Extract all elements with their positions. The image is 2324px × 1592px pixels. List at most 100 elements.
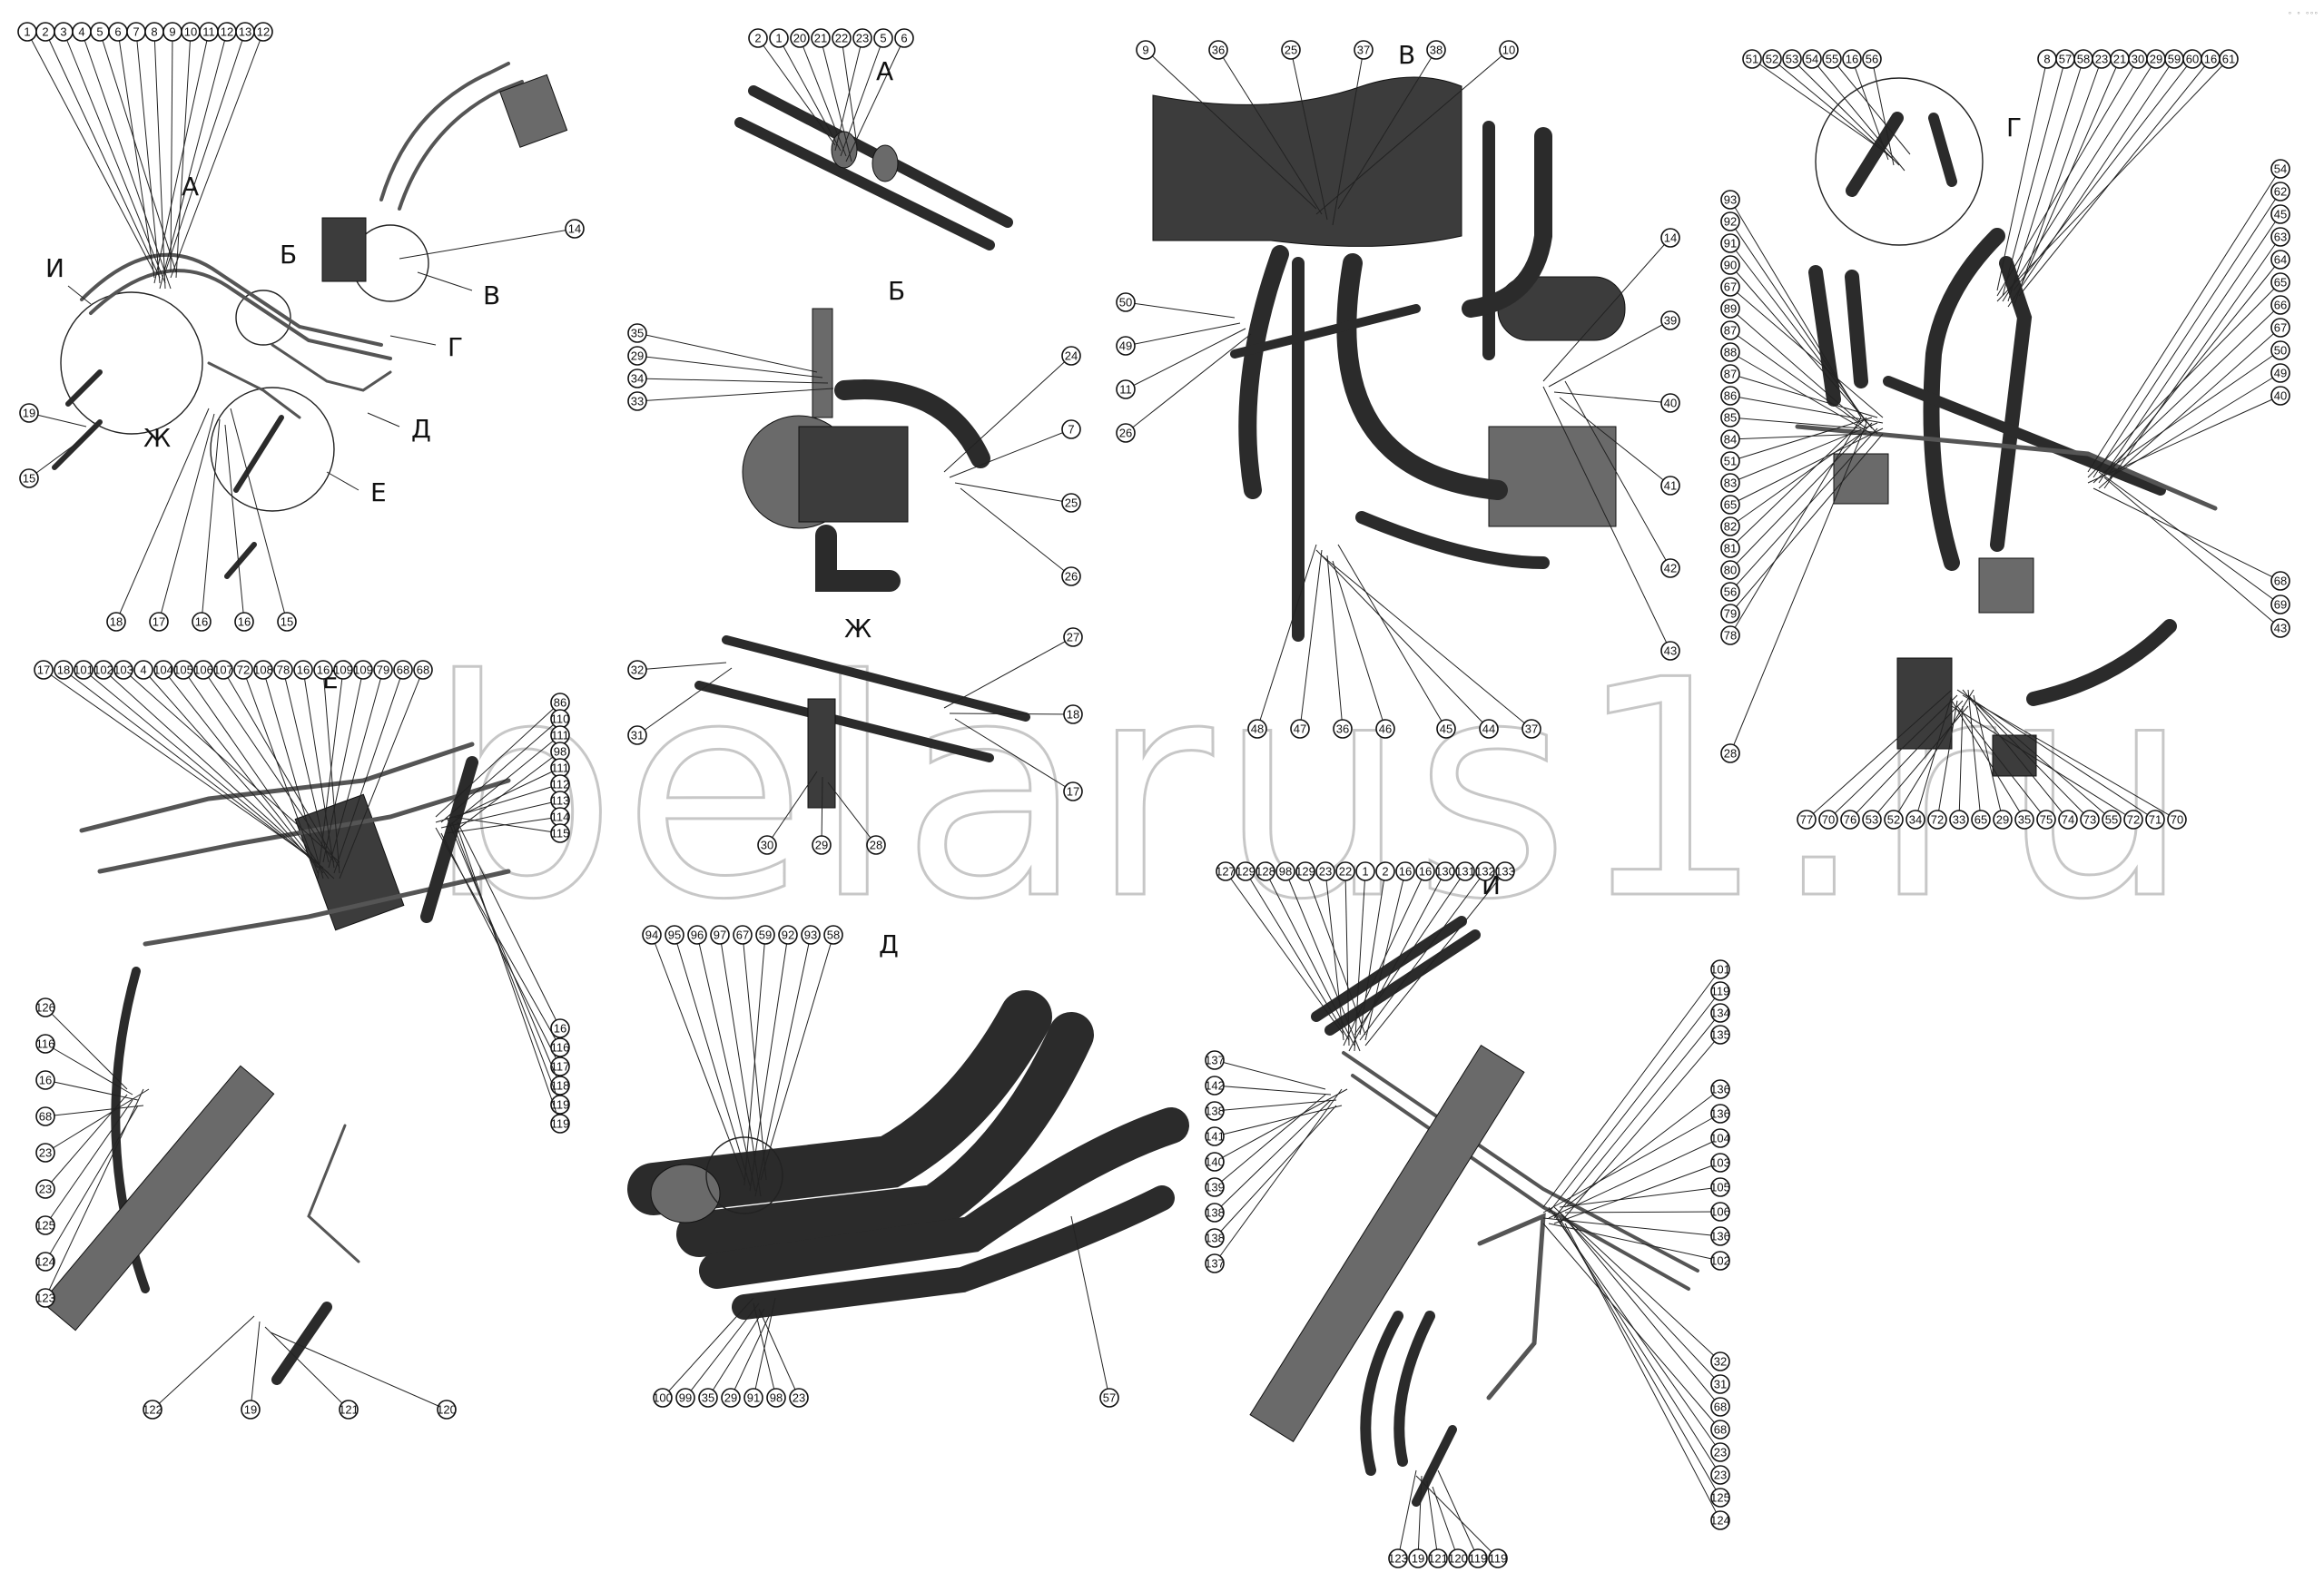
detail-g-drawing: [1795, 77, 2218, 777]
callout-i-top-0: 127: [1216, 861, 1344, 1036]
leader-line: [262, 669, 324, 880]
leader-line: [1871, 58, 1895, 166]
callout-circle: [550, 1114, 570, 1134]
callout-circle: [106, 612, 126, 632]
callout-circle: [1063, 627, 1083, 647]
section-label-v: В: [1398, 40, 1415, 70]
callout-circle: [74, 660, 94, 680]
callout-number: 119: [1489, 1552, 1508, 1566]
detail-v-drawing: [1152, 76, 1626, 642]
leader-line: [2013, 58, 2193, 291]
callout-circle: [2058, 810, 2078, 830]
callout-circle: [550, 1018, 570, 1038]
callout-circle: [1295, 861, 1315, 881]
callout-number: 49: [1119, 339, 1132, 353]
callout-g-bottom-0: 77: [1797, 689, 1953, 830]
callout-circle: [2270, 272, 2290, 292]
leader-line: [1729, 395, 1884, 424]
callout-number: 45: [2274, 208, 2287, 221]
leader-line: [162, 669, 324, 874]
callout-e-top-18: 68: [333, 660, 413, 874]
callout-circle: [193, 660, 213, 680]
callout-circle: [1208, 40, 1228, 60]
leader-line: [446, 734, 561, 829]
callout-v-bottom-4: 45: [1337, 544, 1456, 739]
callout-g-bottom-11: 75: [1956, 705, 2056, 830]
callout-number: 68: [1714, 1400, 1727, 1414]
leader-line: [662, 1297, 754, 1399]
callout-overview-top-9: 10: [175, 22, 201, 279]
leader-line: [457, 821, 561, 1029]
leader-line: [1326, 555, 1344, 730]
callout-circle: [1720, 408, 1740, 427]
callout-circle: [1116, 379, 1136, 399]
callout-number: 26: [1119, 427, 1132, 440]
callout-circle: [1818, 810, 1838, 830]
leader-line: [799, 37, 847, 157]
callout-g-left-5: 89: [1720, 299, 1862, 424]
callout-circle: [1355, 861, 1375, 881]
callout-g-left-0: 93: [1720, 190, 1862, 418]
leader-line: [63, 31, 166, 284]
callout-circle: [2145, 810, 2165, 830]
leader-line: [1559, 1186, 1721, 1208]
leader-line: [1553, 1206, 1721, 1362]
leader-line: [1542, 386, 1671, 652]
callout-e-top-6: 104: [153, 660, 324, 874]
callout-number: 106: [1710, 1205, 1730, 1219]
leader-line: [242, 669, 319, 874]
leader-line: [1729, 433, 1884, 614]
callout-circle: [2270, 318, 2290, 338]
svg-text:В: В: [483, 280, 500, 310]
callout-e-right-0: 86: [435, 693, 570, 818]
callout-v-bottom-0: 48: [1247, 544, 1317, 739]
leader-line: [749, 934, 789, 1192]
callout-i-top-12: 131: [1354, 861, 1475, 1036]
leader-line: [758, 1308, 800, 1399]
callout-i-right-1: 119: [1548, 981, 1730, 1214]
callout-number: 43: [2274, 622, 2287, 635]
callout-number: 101: [74, 663, 94, 677]
callout-circle: [2270, 340, 2290, 360]
callout-number: 79: [1724, 607, 1737, 621]
callout-i-top-7: 1: [1354, 861, 1375, 1052]
callout-v-left-1: 49: [1116, 322, 1241, 356]
callout-e-left-2: 16: [35, 1070, 139, 1101]
callout-number: 78: [1724, 629, 1737, 643]
callout-e-left-6: 125: [35, 1099, 133, 1235]
callout-number: 72: [1931, 813, 1944, 827]
leader-line: [2103, 349, 2281, 473]
callout-i-top-6: 22: [1335, 861, 1355, 1047]
callout-e-top-8: 106: [193, 660, 335, 863]
callout-g-left-12: 51: [1720, 417, 1873, 471]
callout-number: 49: [2274, 367, 2287, 380]
leader-line: [684, 1302, 760, 1399]
leader-line: [322, 669, 364, 863]
callout-e-right-9: 16: [457, 821, 570, 1038]
callout-e-top-10: 72: [233, 660, 319, 874]
leader-line: [1958, 705, 1964, 821]
callout-d-bottom-5: 98: [753, 1302, 786, 1408]
callout-g-top-8: 60: [2013, 49, 2202, 291]
callout-number: 62: [2274, 185, 2287, 199]
callout-g-right-12: 69: [2098, 471, 2290, 614]
callout-number: 44: [1482, 722, 1495, 736]
callout-g-right-10: 40: [2087, 386, 2290, 484]
callout-overview-bottom-1: 17: [149, 413, 215, 632]
leader-line: [636, 662, 727, 671]
leader-line: [636, 667, 733, 736]
leader-line: [1771, 58, 1895, 161]
callout-g-bottom-2: 76: [1840, 700, 1964, 830]
callout-e-right-6: 113: [440, 791, 570, 829]
leader-line: [2103, 236, 2281, 489]
callout-number: 105: [1710, 1181, 1730, 1194]
callout-circle: [1061, 566, 1081, 586]
callout-number: 67: [1724, 280, 1737, 294]
callout-number: 141: [1205, 1130, 1225, 1144]
callout-g-right-3: 63: [2103, 227, 2290, 489]
callout-circle: [1205, 1101, 1225, 1121]
callout-number: 71: [2149, 813, 2162, 827]
callout-number: 28: [1724, 747, 1737, 761]
callout-circle: [1475, 861, 1495, 881]
callout-circle: [35, 1252, 55, 1272]
